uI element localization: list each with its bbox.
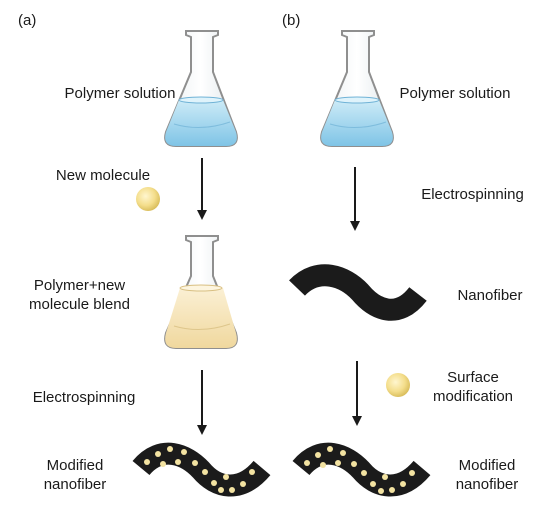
polymer-solution-label-a: Polymer solution [64,85,176,102]
panel-label-b: (b) [282,12,301,29]
molecule-icon [136,187,160,211]
nanofiber-icon [289,264,427,321]
blend-label: Polymer+new molecule blend [29,277,130,313]
flask-icon-a2 [164,235,238,349]
new-molecule-label: New molecule [55,167,151,184]
modified-nanofiber-icon-b [292,442,431,497]
flask-icon-b1 [320,30,394,147]
modified-nanofiber-icon-a [132,442,271,497]
molecule-icon-b [386,373,410,397]
nanofiber-label: Nanofiber [457,287,523,304]
panel-label-a: (a) [18,12,37,29]
modified-nanofiber-label-a: Modified nanofiber [43,457,107,493]
surface-modification-label: Surface modification [432,369,514,405]
modified-nanofiber-label-b: Modified nanofiber [455,457,519,493]
flask-icon-a1 [164,30,238,147]
electrospinning-label-b: Electrospinning [421,186,524,203]
polymer-solution-label-b: Polymer solution [399,85,511,102]
electrospinning-label-a: Electrospinning [32,389,136,406]
